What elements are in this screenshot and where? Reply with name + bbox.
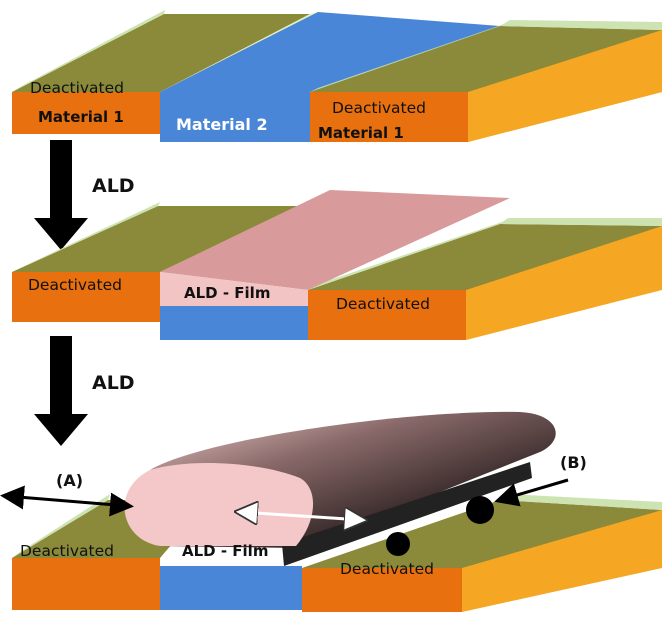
particle-right xyxy=(466,496,494,524)
top-material2-label: Material 2 xyxy=(176,115,268,134)
bottom-right-material1-front xyxy=(302,568,462,612)
marker-b-label: (B) xyxy=(560,453,587,472)
middle-left-deactivated-label: Deactivated xyxy=(28,276,122,294)
middle-right-side-face xyxy=(466,226,662,340)
top-left-material1-front xyxy=(12,92,160,134)
middle-ald-film-top xyxy=(160,190,510,290)
top-material2-surface xyxy=(160,12,500,92)
bottom-material2-front xyxy=(160,566,302,610)
top-material2-front xyxy=(160,92,310,142)
bottom-right-deactivated-label: Deactivated xyxy=(340,560,434,578)
top-right-material1-label: Material 1 xyxy=(318,124,404,142)
bottom-substrate: Deactivated ALD - Film Deactivated xyxy=(12,411,662,612)
marker-b-arrow xyxy=(494,478,569,507)
particle-left xyxy=(386,532,410,556)
film-white-double-arrow xyxy=(240,512,362,520)
middle-ald-film-label: ALD - Film xyxy=(184,284,270,302)
marker-a-label: (A) xyxy=(56,471,83,490)
middle-material2-front xyxy=(160,306,308,340)
middle-substrate: Deactivated ALD - Film Deactivated xyxy=(12,190,662,340)
top-substrate: Deactivated Material 1 Material 2 Deacti… xyxy=(12,10,662,142)
step1-label: ALD xyxy=(92,175,135,197)
middle-left-deactivated-surface xyxy=(12,206,300,272)
step2-arrow xyxy=(34,336,88,446)
top-left-deactivated-label: Deactivated xyxy=(30,79,124,97)
top-right-material1-front xyxy=(310,92,468,142)
top-left-material1-label: Material 1 xyxy=(38,108,124,126)
middle-right-deactivated-label: Deactivated xyxy=(336,295,430,313)
bottom-right-side-face xyxy=(462,510,662,612)
middle-right-material1-front xyxy=(308,290,466,340)
bottom-left-material1-front xyxy=(12,558,160,610)
bottom-ald-film-label: ALD - Film xyxy=(182,542,268,560)
bottom-left-deactivated-label: Deactivated xyxy=(20,542,114,560)
marker-a-double-arrow xyxy=(0,485,134,517)
step2-label: ALD xyxy=(92,372,135,394)
top-right-deactivated-label: Deactivated xyxy=(332,99,426,117)
top-left-deactivated-surface xyxy=(12,14,310,92)
middle-ald-film-front xyxy=(160,272,308,306)
middle-left-material1-front xyxy=(12,272,160,322)
step1-arrow xyxy=(34,140,88,250)
